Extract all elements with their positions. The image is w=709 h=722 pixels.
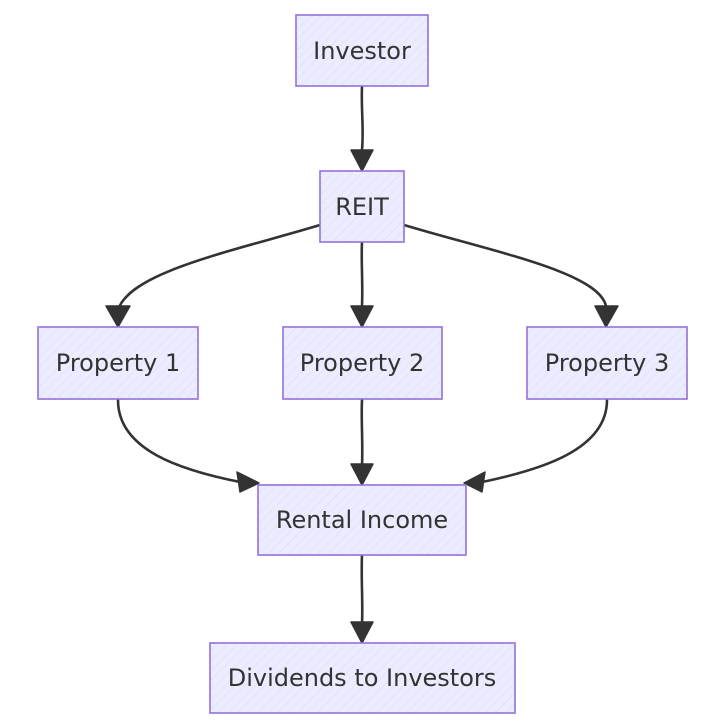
edge-investor-to-reit <box>360 84 364 152</box>
arrowhead-reit <box>350 149 374 172</box>
edge-reit-to-property3 <box>402 223 608 308</box>
node-property1: Property 1 <box>37 326 199 400</box>
edge-reit-to-property2 <box>360 240 364 308</box>
node-property2-label: Property 2 <box>300 349 424 377</box>
node-dividends-label: Dividends to Investors <box>228 664 497 692</box>
arrowhead-rental-income-middle <box>350 463 374 486</box>
arrowhead-rental-income-right <box>463 471 486 493</box>
edge-property3-to-rental-income <box>480 398 609 484</box>
nodes: Investor REIT Property 1 Property 2 Prop… <box>37 14 688 714</box>
node-reit: REIT <box>319 170 405 243</box>
edge-rental-income-to-dividends <box>360 553 364 626</box>
arrowhead-property2 <box>350 305 374 328</box>
arrowhead-rental-income-left <box>236 471 260 493</box>
edge-reit-to-property1 <box>116 223 322 312</box>
edge-property2-to-rental-income <box>360 398 364 468</box>
node-reit-label: REIT <box>335 193 389 221</box>
node-rental-income-label: Rental Income <box>276 506 448 534</box>
node-property3: Property 3 <box>526 326 688 400</box>
arrowhead-property1 <box>105 305 131 328</box>
arrowheads <box>105 149 619 644</box>
node-property3-label: Property 3 <box>545 349 669 377</box>
node-rental-income: Rental Income <box>257 484 467 556</box>
edge-property1-to-rental-income <box>116 398 242 484</box>
node-dividends: Dividends to Investors <box>209 642 516 714</box>
edges <box>116 84 609 626</box>
node-investor-label: Investor <box>313 37 411 65</box>
node-property1-label: Property 1 <box>56 349 180 377</box>
arrowhead-property3 <box>594 305 619 328</box>
node-property2: Property 2 <box>282 326 443 400</box>
node-investor: Investor <box>295 14 429 87</box>
arrowhead-dividends <box>350 621 374 644</box>
